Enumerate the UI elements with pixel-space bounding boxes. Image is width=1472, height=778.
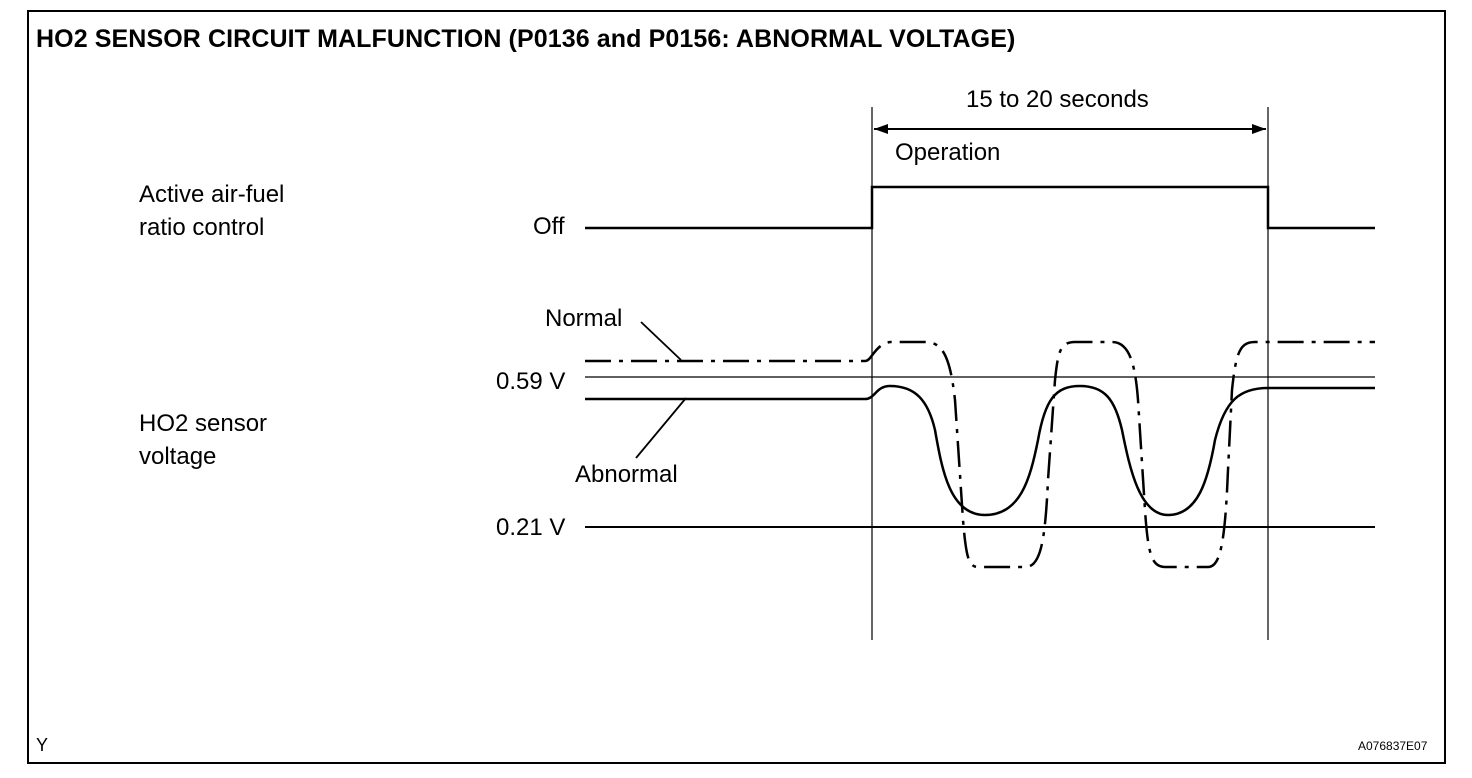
abnormal-leader xyxy=(635,397,687,459)
ho2-voltage-label-line1: HO2 sensor xyxy=(139,410,268,437)
diagram-title: HO2 SENSOR CIRCUIT MALFUNCTION (P0136 an… xyxy=(36,25,1016,53)
normal-waveform xyxy=(585,340,1375,569)
figure-reference: A076837E07 xyxy=(1358,739,1428,753)
normal-leader xyxy=(640,321,682,361)
afr-control-label-line2: ratio control xyxy=(139,214,265,241)
diagram-frame xyxy=(27,10,1446,764)
off-label: Off xyxy=(533,213,565,240)
abnormal-label: Abnormal xyxy=(575,461,678,488)
operation-label: Operation xyxy=(895,139,1001,166)
afr-control-waveform xyxy=(585,185,1375,230)
corner-mark: Y xyxy=(36,735,49,755)
voltage-021-label: 0.21 V xyxy=(496,514,566,541)
afr-control-label-line1: Active air-fuel xyxy=(139,181,285,208)
voltage-059-label: 0.59 V xyxy=(496,368,566,395)
normal-label: Normal xyxy=(545,305,623,332)
ho2-voltage-label-line2: voltage xyxy=(139,443,217,470)
duration-label: 15 to 20 seconds xyxy=(966,86,1149,113)
abnormal-waveform xyxy=(585,384,1375,517)
